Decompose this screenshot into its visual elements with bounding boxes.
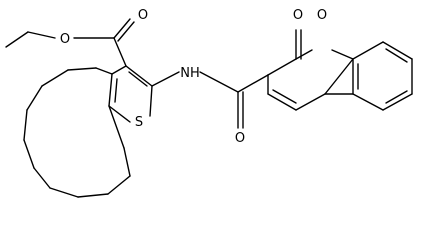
benzene-ring — [324, 41, 413, 111]
bond-c3-c2-inner — [128, 71, 148, 87]
bond-c6-c5 — [382, 93, 413, 111]
label-thiophene-s: S — [135, 115, 143, 130]
amide-linker — [151, 71, 269, 129]
bond-ring-9 — [77, 193, 109, 198]
bond-c8-c7 — [382, 41, 413, 60]
thiophene-ring — [108, 65, 153, 123]
atom-labels: O O NH O S O O — [60, 8, 327, 146]
bond-c3-c2p — [267, 58, 297, 76]
bond-c2-s — [149, 85, 153, 117]
bond-ring-4 — [26, 85, 43, 111]
label-lactone-ring-o: O — [317, 8, 327, 23]
molecule-diagram: O O NH O S O O — [5, 8, 413, 198]
cyclododecane-ring — [23, 67, 131, 198]
bond-c5-c4 — [108, 73, 113, 107]
bond-c4-c4a-pre — [267, 93, 297, 111]
bond-carbonyl-o-1 — [113, 18, 131, 39]
bond-c8a-c8 — [352, 41, 384, 60]
bond-ring-5 — [23, 109, 28, 141]
ester-group — [73, 18, 135, 67]
bond-c5-c4a — [352, 93, 384, 111]
bond-c3-c2 — [125, 65, 153, 87]
bond-ring-6 — [23, 139, 35, 169]
bond-c3-c4-double — [272, 89, 297, 104]
label-amide-nh: NH — [180, 66, 200, 81]
bond-ring-3 — [41, 69, 69, 87]
bond-c2p-ringo — [295, 49, 313, 60]
bond-nh-carbonyl — [199, 71, 239, 93]
bond-ringo-c8a — [331, 49, 354, 60]
bond-c4-c3 — [111, 65, 127, 75]
bond-ring-11 — [123, 147, 131, 177]
bond-c8-c7-inner — [385, 48, 408, 63]
label-ester-ether-o: O — [60, 32, 70, 47]
structure-canvas: O O NH O S O O — [5, 8, 413, 198]
label-amide-carbonyl-o: O — [235, 131, 245, 146]
bond-c2-nh — [151, 71, 180, 87]
label-lactone-carbonyl-o: O — [293, 8, 303, 23]
bond-carbonyl-o-2 — [117, 21, 135, 42]
bond-carbonyl-thiophene — [113, 37, 127, 67]
bond-s-c5 — [108, 105, 131, 123]
label-ester-carbonyl-o: O — [138, 8, 148, 23]
bond-ring-7 — [33, 167, 51, 189]
bond-carbonyl-coumarin — [237, 74, 269, 93]
bond-ch2-o — [27, 31, 56, 39]
bond-c4a-c8a — [324, 58, 354, 95]
bond-c4-c4a — [295, 93, 326, 111]
pyranone-ring — [267, 29, 354, 111]
bond-ring-10 — [107, 175, 131, 195]
bond-c5-c4-inner — [114, 78, 118, 103]
ethyl-group — [5, 31, 56, 48]
bond-ring-1 — [95, 67, 113, 75]
bond-ring-2 — [67, 67, 97, 71]
bond-c6-c5-inner — [385, 90, 408, 104]
bond-ring-12 — [108, 105, 125, 149]
bond-ring-8 — [49, 187, 79, 198]
bond-ch3-ch2 — [5, 31, 29, 48]
